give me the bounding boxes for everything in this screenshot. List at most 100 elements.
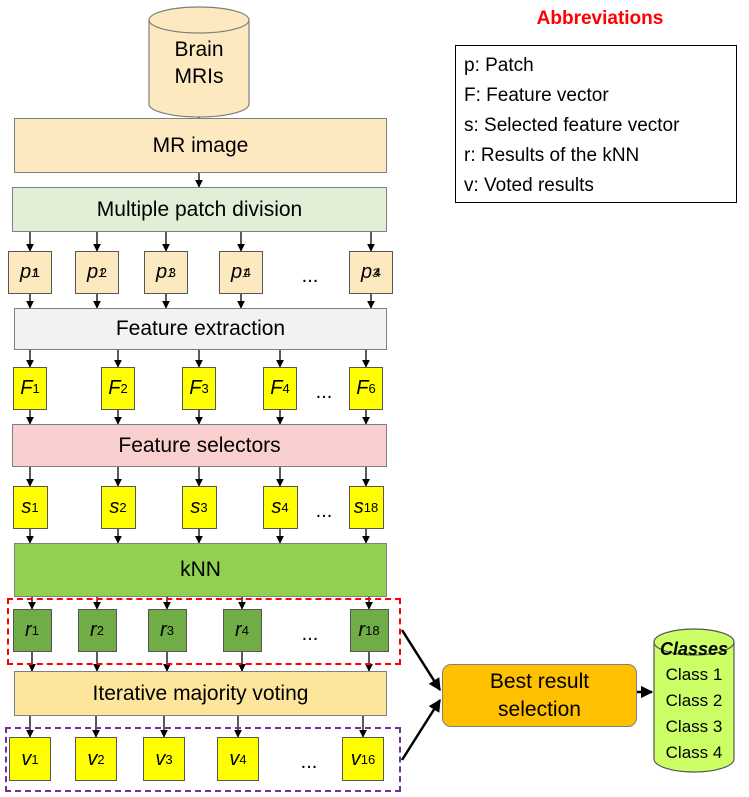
voted-subscript: 16: [360, 751, 376, 767]
results-subscript: 3: [166, 623, 174, 638]
voted-ellipsis: ...: [300, 751, 318, 773]
results-dashed-group: [7, 598, 401, 665]
features-subscript: 4: [282, 381, 290, 396]
results-subscript: 4: [241, 623, 249, 638]
class-item: Class 1: [665, 665, 723, 684]
results-subscript: 18: [365, 623, 380, 638]
patch-division-box: Multiple patch division: [12, 187, 387, 232]
patches-superscript: 3: [372, 265, 379, 280]
selected-symbol: s: [21, 496, 32, 518]
selected-subscript: 3: [200, 500, 208, 515]
features-ellipsis: ...: [315, 381, 333, 403]
patches-subscript: 4: [243, 265, 252, 280]
features-subscript: 6: [368, 381, 376, 396]
results-ellipsis: ...: [301, 623, 319, 645]
patches-symbol: p: [155, 261, 168, 283]
feature-selectors-box: Feature selectors: [12, 424, 387, 467]
class-item: Class 3: [665, 717, 723, 736]
results-subscript: 1: [31, 623, 39, 638]
patches-ellipsis: ...: [301, 265, 319, 287]
knn-box: kNN: [14, 543, 387, 597]
patches-subscript: 3: [168, 265, 177, 280]
patches-symbol: p: [19, 261, 32, 283]
classes-title: Classes: [659, 639, 729, 659]
patches-symbol: p: [360, 261, 373, 283]
results-symbol: r: [235, 619, 242, 641]
abbreviation-item: p: Patch: [464, 55, 534, 76]
features-subscript: 3: [201, 381, 209, 396]
selected-symbol: s: [190, 496, 201, 518]
features-symbol: F: [270, 377, 283, 399]
voted-symbol: v: [21, 747, 32, 770]
voted-symbol: v: [229, 747, 240, 770]
selected-symbol: s: [271, 496, 282, 518]
patches-superscript: 1: [31, 265, 38, 280]
majority-voting-box: Iterative majority voting: [14, 671, 387, 716]
brain-mris-database-icon: [148, 6, 250, 118]
brain-mris-label: Brain MRIs: [174, 38, 224, 88]
voted-symbol: v: [87, 747, 98, 770]
selected-symbol: s: [109, 496, 120, 518]
features-symbol: F: [189, 377, 202, 399]
features-subscript: 1: [32, 381, 40, 396]
abbreviations-title: Abbreviations: [536, 8, 664, 29]
results-symbol: r: [160, 619, 167, 641]
results-subscript: 2: [96, 623, 104, 638]
mr-image-box: MR image: [14, 118, 387, 173]
selected-symbol: s: [353, 496, 364, 518]
features-subscript: 2: [120, 381, 128, 396]
patches-subscript: 1: [32, 265, 41, 280]
features-symbol: F: [20, 377, 33, 399]
patches-superscript: 1: [98, 265, 105, 280]
patches-superscript: 1: [167, 265, 174, 280]
features-symbol: F: [356, 377, 369, 399]
arrow-results-to-best: [400, 629, 442, 692]
classes-list: Classes Class 1 Class 2 Class 3 Class 4: [653, 636, 735, 766]
best-result-selection-box: Best result selection: [442, 664, 637, 727]
voted-symbol: v: [350, 747, 361, 770]
patches-subscript: 4: [373, 265, 382, 280]
results-symbol: r: [25, 619, 32, 641]
abbreviation-item: s: Selected feature vector: [464, 115, 680, 136]
patches-symbol: p: [86, 261, 99, 283]
selected-subscript: 4: [281, 500, 289, 515]
voted-subscript: 4: [239, 751, 247, 767]
selected-subscript: 18: [363, 500, 379, 515]
voted-subscript: 3: [165, 751, 173, 767]
voted-subscript: 1: [31, 751, 39, 767]
feature-extraction-box: Feature extraction: [14, 308, 387, 350]
patches-subscript: 2: [99, 265, 108, 280]
classes-cylinder-icon: [653, 628, 735, 773]
results-symbol: r: [358, 619, 366, 641]
patches-symbol: p: [230, 261, 243, 283]
abbreviations-legend: p: Patch F: Feature vector s: Selected f…: [455, 45, 737, 203]
voted-dashed-group: [5, 727, 401, 792]
selected-subscript: 2: [119, 500, 127, 515]
voted-subscript: 2: [97, 751, 105, 767]
abbreviation-item: r: Results of the kNN: [464, 145, 640, 166]
results-symbol: r: [90, 619, 97, 641]
features-symbol: F: [108, 377, 121, 399]
